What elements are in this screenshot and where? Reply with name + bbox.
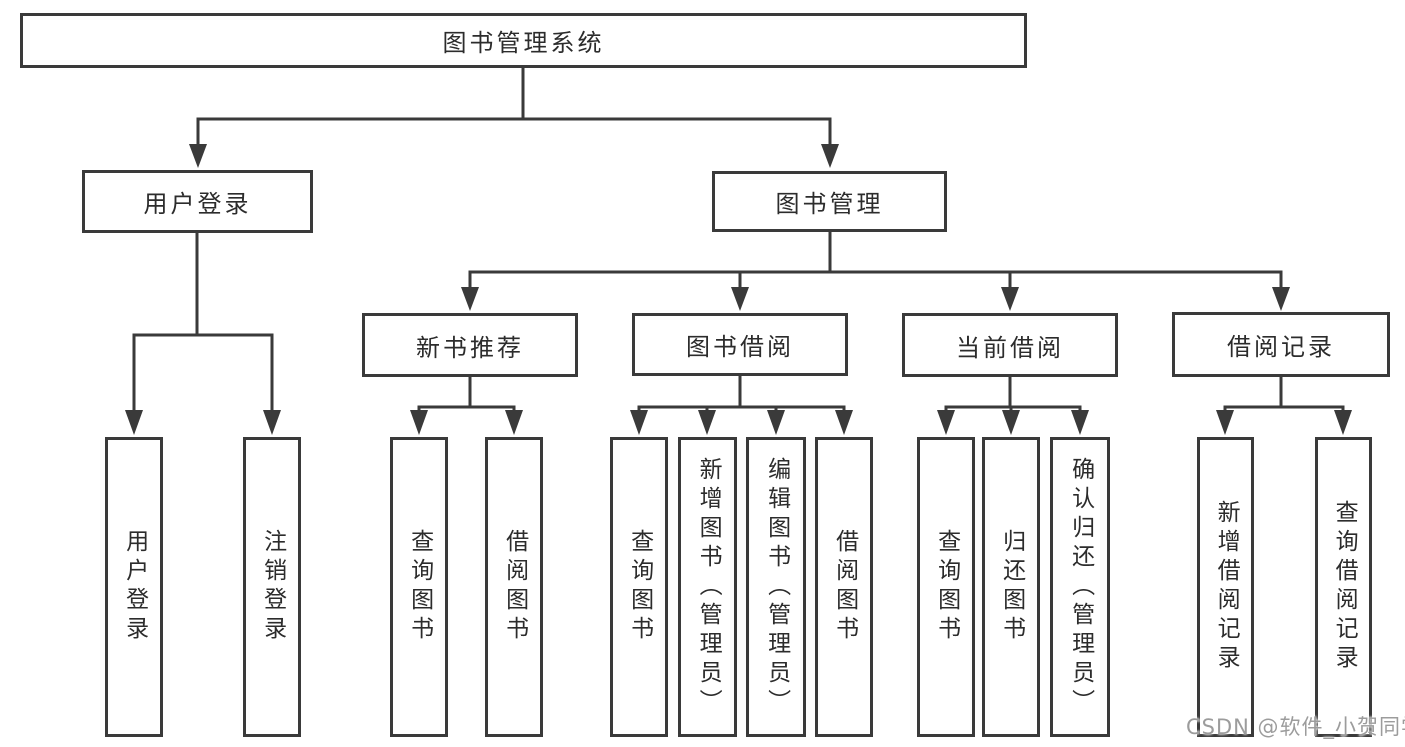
node-leaf-bb-query-books: 查询图书 <box>610 437 668 737</box>
node-borrowing-records: 借阅记录 <box>1172 312 1390 377</box>
node-leaf-br-add-record: 新增借阅记录 <box>1197 437 1254 737</box>
node-current-borrowing: 当前借阅 <box>902 313 1118 377</box>
node-root: 图书管理系统 <box>20 13 1027 68</box>
node-book-borrowing-label: 图书借阅 <box>686 333 794 361</box>
node-book-management-label: 图书管理 <box>775 190 884 218</box>
node-leaf-bb-query-books-label: 查询图书 <box>626 529 653 645</box>
node-root-label: 图书管理系统 <box>442 29 605 57</box>
node-leaf-bb-borrow-books: 借阅图书 <box>815 437 873 737</box>
node-leaf-bb-edit-books: 编辑图书（管理员） <box>746 437 806 737</box>
node-leaf-br-add-record-label: 新增借阅记录 <box>1213 500 1240 674</box>
node-user-login: 用户登录 <box>82 170 313 233</box>
node-leaf-user-login: 用户登录 <box>105 437 163 737</box>
node-leaf-logout: 注销登录 <box>243 437 301 737</box>
node-new-book-recommend: 新书推荐 <box>362 313 578 377</box>
node-leaf-nbr-borrow-books-label: 借阅图书 <box>501 529 528 645</box>
node-user-login-label: 用户登录 <box>143 190 252 218</box>
node-leaf-cb-query-books: 查询图书 <box>917 437 975 737</box>
node-leaf-bb-add-books-label: 新增图书（管理员） <box>695 456 722 718</box>
node-leaf-cb-return-books-label: 归还图书 <box>998 529 1025 645</box>
node-leaf-cb-return-books: 归还图书 <box>982 437 1040 737</box>
node-leaf-br-query-record-label: 查询借阅记录 <box>1331 500 1358 674</box>
node-book-borrowing: 图书借阅 <box>632 313 848 376</box>
node-leaf-nbr-query-books: 查询图书 <box>390 437 448 737</box>
node-new-book-recommend-label: 新书推荐 <box>416 333 524 362</box>
node-leaf-cb-confirm-return-label: 确认归还（管理员） <box>1067 456 1094 718</box>
node-leaf-cb-query-books-label: 查询图书 <box>933 529 960 645</box>
node-current-borrowing-label: 当前借阅 <box>956 333 1064 362</box>
node-leaf-nbr-query-books-label: 查询图书 <box>406 529 433 645</box>
node-leaf-cb-confirm-return: 确认归还（管理员） <box>1050 437 1110 737</box>
node-leaf-user-login-label: 用户登录 <box>121 529 148 645</box>
csdn-watermark: CSDN @软件_小贺同学 <box>1186 715 1405 739</box>
node-leaf-logout-label: 注销登录 <box>259 529 286 645</box>
node-book-management: 图书管理 <box>712 171 947 232</box>
node-leaf-bb-edit-books-label: 编辑图书（管理员） <box>763 456 790 718</box>
node-leaf-nbr-borrow-books: 借阅图书 <box>485 437 543 737</box>
node-leaf-bb-borrow-books-label: 借阅图书 <box>831 529 858 645</box>
node-borrowing-records-label: 借阅记录 <box>1227 333 1335 361</box>
node-leaf-br-query-record: 查询借阅记录 <box>1315 437 1372 737</box>
node-leaf-bb-add-books: 新增图书（管理员） <box>678 437 737 737</box>
